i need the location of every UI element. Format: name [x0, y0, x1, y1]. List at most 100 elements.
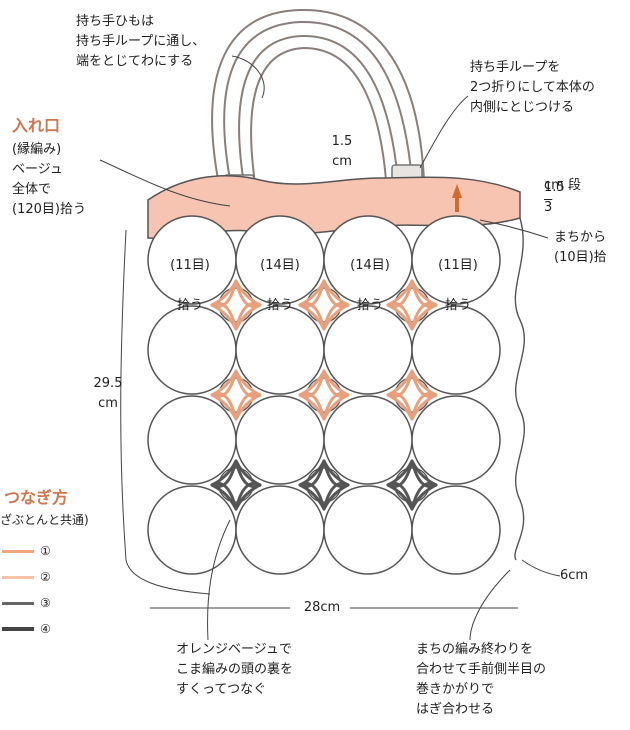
small-motif-circle: [306, 467, 342, 503]
gusset-edge: [514, 217, 525, 561]
legend-item-4: ④: [2, 620, 51, 638]
motif-circle: [323, 485, 413, 575]
handle-straps: [211, 8, 425, 191]
join-stitch: [298, 459, 326, 488]
small-motif-circle: [394, 377, 430, 413]
handle-width-label: 1.5 cm: [331, 134, 353, 169]
motif-circle: [235, 485, 325, 575]
gusset-width-label: 6cm: [560, 568, 589, 583]
leader-gusset-pick: [479, 219, 549, 239]
join-stitch: [210, 392, 238, 421]
width-label: 28cm: [303, 600, 341, 615]
join-stitch: [298, 369, 326, 398]
pick-verb: 拾う: [176, 298, 203, 313]
join-stitch: [234, 482, 262, 511]
leader-join: [207, 519, 231, 641]
small-motif-circle: [306, 377, 342, 413]
motif-circle: [323, 395, 413, 485]
leader-handle-cord: [231, 55, 265, 99]
note-handle-loop: 持ち手ループを 2つ折りにして本体の 内側にとじつける: [470, 60, 595, 115]
legend-swatch: [2, 575, 34, 579]
motif-circle: [147, 485, 237, 575]
pick-count: (11目): [438, 258, 478, 273]
join-stitch: [322, 459, 350, 488]
legend-item-3: ③: [2, 594, 51, 612]
small-motif-circle: [306, 287, 342, 323]
join-stitch: [234, 279, 262, 308]
motif-circle: [411, 485, 501, 575]
gusset-note: まちの編み終わりを 合わせて手前側半目の 巻きかがりで はぎ合わせる: [416, 642, 547, 717]
pick-count: (14目): [350, 258, 390, 273]
motif-circles: [147, 215, 501, 575]
edge-height-value: 1.5: [544, 180, 565, 195]
join-stitch: [298, 482, 326, 511]
legend-item-1: ①: [2, 542, 51, 560]
edge-unit-label: cm 段: [544, 178, 581, 193]
small-motif-circle: [394, 287, 430, 323]
legend-swatch: [2, 601, 34, 605]
motif-circle: [235, 395, 325, 485]
handle-strap-inner: [238, 34, 399, 191]
join-stitch: [298, 279, 326, 308]
join-stitch: [210, 279, 238, 308]
join-stitch: [410, 392, 438, 421]
join-stitch: [234, 369, 262, 398]
join-stitch: [386, 392, 414, 421]
join-stitch: [210, 302, 238, 331]
small-motif-circle: [218, 377, 254, 413]
join-stitch: [234, 302, 262, 331]
motif-circle: [147, 395, 237, 485]
note-handle-cord: 持ち手ひもは 持ち手ループに通し、 端をとじてわにする: [76, 14, 206, 69]
pick-count: (11目): [170, 258, 210, 273]
legend-num: ②: [40, 570, 51, 584]
join-note: オレンジベージュで こま編みの頭の裏を すくってつなぐ: [176, 642, 294, 697]
join-stitch: [386, 302, 414, 331]
edge-rows-value: 3: [544, 200, 553, 215]
join-stitch: [410, 459, 438, 488]
small-motif-circle: [218, 287, 254, 323]
join-stitch: [210, 459, 238, 488]
legend-subtitle: ざぶとんと共通): [0, 513, 89, 527]
leader-height: [120, 229, 211, 595]
motif-circle: [411, 305, 501, 395]
handle-strap-outer: [223, 20, 413, 191]
join-stitch: [322, 279, 350, 308]
pick-label-3: (14目) 拾う: [338, 236, 402, 336]
join-stitch: [322, 302, 350, 331]
leader-lines: [99, 55, 561, 641]
small-motif-circle: [218, 467, 254, 503]
leader-gusset-note: [469, 569, 511, 641]
legend-item-2: ②: [2, 568, 51, 586]
legend-num: ①: [40, 544, 51, 558]
legend-num: ④: [40, 622, 51, 636]
join-stitch: [322, 482, 350, 511]
leader-gusset-width: [521, 559, 561, 577]
join-stitch: [410, 302, 438, 331]
join-stitch: [386, 369, 414, 398]
join-stitch: [410, 369, 438, 398]
join-stitch: [322, 392, 350, 421]
leader-handle-loop: [419, 95, 469, 169]
join-stitch: [298, 392, 326, 421]
edge-height-label: 1.5 3: [544, 158, 565, 218]
pick-verb: 拾う: [444, 298, 471, 313]
join-stitch: [386, 459, 414, 488]
gusset-pick-label: まちから (10目)拾: [554, 230, 607, 265]
join-stitch: [410, 279, 438, 308]
opening-title: 入れ口: [12, 116, 61, 135]
join-stitch: [298, 302, 326, 331]
join-stitch: [234, 459, 262, 488]
join-stitch: [322, 369, 350, 398]
legend-title: つなぎ方: [4, 488, 69, 507]
join-stitch: [386, 482, 414, 511]
small-motif-circle: [394, 467, 430, 503]
motif-circle: [411, 215, 501, 305]
leader-opening: [99, 159, 231, 207]
pick-label-4: (11目) 拾う: [426, 236, 490, 336]
pick-verb: 拾う: [266, 298, 293, 313]
pick-label-1: (11目) 拾う: [158, 236, 222, 336]
join-stitch: [234, 392, 262, 421]
handle-strap-outer-2: [211, 8, 425, 191]
join-stitch: [210, 482, 238, 511]
